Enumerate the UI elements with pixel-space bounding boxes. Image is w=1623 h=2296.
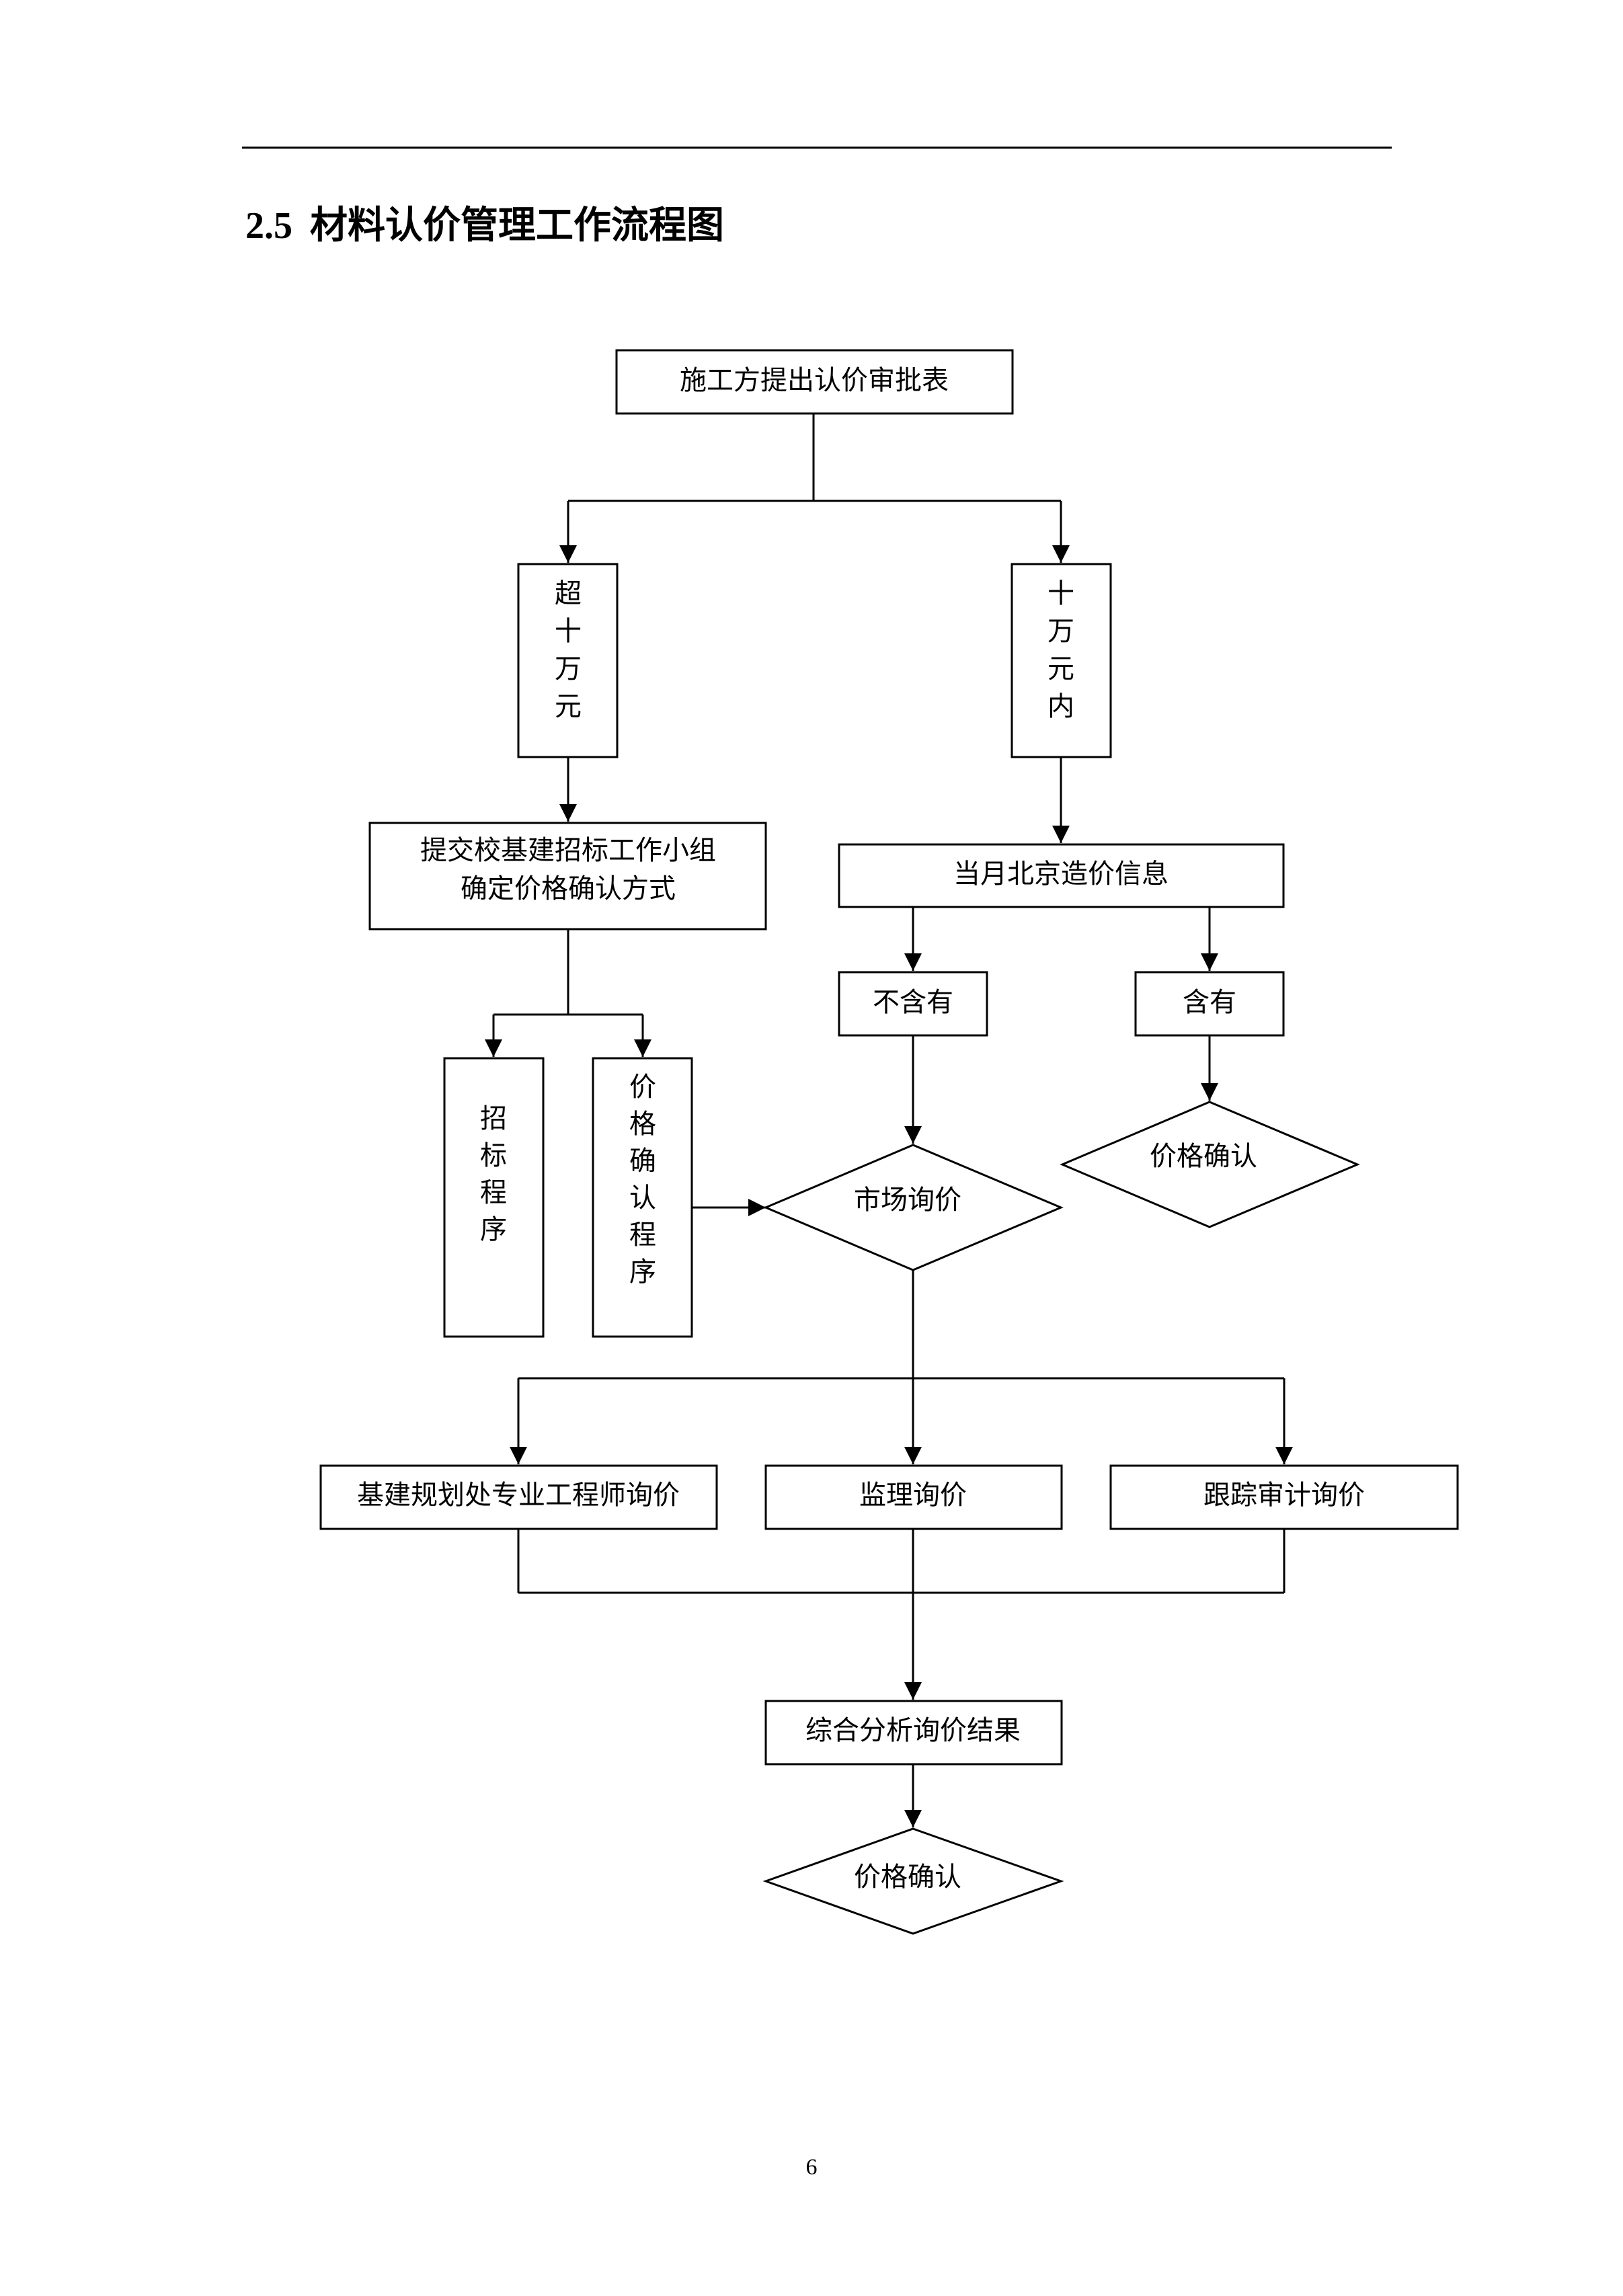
- header-rule: [242, 147, 1392, 149]
- label-price-confirm-right: 价格确认: [1150, 1141, 1257, 1172]
- label-beijing-price-info: 当月北京造价信息: [953, 859, 1169, 889]
- connectors: [485, 413, 1293, 1827]
- label-within-100k: 十万元内: [1047, 578, 1074, 722]
- node-audit-inquiry: [1109, 1464, 1459, 1530]
- node-submit-form: [615, 349, 1014, 415]
- node-within-100k: [1011, 563, 1112, 758]
- label-analysis: 综合分析询价结果: [805, 1715, 1021, 1746]
- label-committee-line1: 提交校基建招标工作小组: [420, 835, 716, 866]
- node-price-confirm-final: [762, 1827, 1064, 1935]
- label-audit-inquiry: 跟踪审计询价: [1203, 1480, 1365, 1511]
- label-bidding-program: 招标程序: [480, 1103, 507, 1245]
- section-title-text: 材料认价管理工作流程图: [310, 203, 724, 247]
- label-over-100k: 超十万元: [555, 578, 582, 722]
- node-beijing-price-info: [838, 843, 1285, 908]
- node-committee: [368, 822, 767, 931]
- node-contained: [1134, 971, 1285, 1037]
- label-not-contained: 不含有: [873, 987, 953, 1018]
- node-bidding-program: [443, 1057, 545, 1338]
- node-market-inquiry: [763, 1144, 1064, 1271]
- section-title: 2.5 材料认价管理工作流程图: [245, 195, 724, 249]
- node-price-confirm-program: [592, 1057, 693, 1338]
- node-over-100k: [517, 563, 619, 758]
- label-engineer-inquiry: 基建规划处专业工程师询价: [357, 1480, 680, 1511]
- label-contained: 含有: [1183, 987, 1236, 1018]
- label-committee-line2: 确定价格确认方式: [461, 873, 676, 904]
- page-number: 6: [805, 2155, 818, 2180]
- node-engineer-inquiry: [319, 1464, 718, 1530]
- label-price-confirm-final: 价格确认: [854, 1862, 961, 1893]
- label-submit-form: 施工方提出认价审批表: [680, 365, 949, 396]
- node-analysis: [764, 1700, 1063, 1766]
- label-price-confirm-program: 价格确认程序: [629, 1072, 656, 1288]
- section-number: 2.5: [245, 205, 292, 247]
- node-price-confirm-right: [1060, 1101, 1360, 1228]
- node-supervision-inquiry: [764, 1464, 1063, 1530]
- label-supervision-inquiry: 监理询价: [859, 1480, 967, 1511]
- node-not-contained: [838, 971, 988, 1037]
- label-market-inquiry: 市场询价: [854, 1185, 961, 1216]
